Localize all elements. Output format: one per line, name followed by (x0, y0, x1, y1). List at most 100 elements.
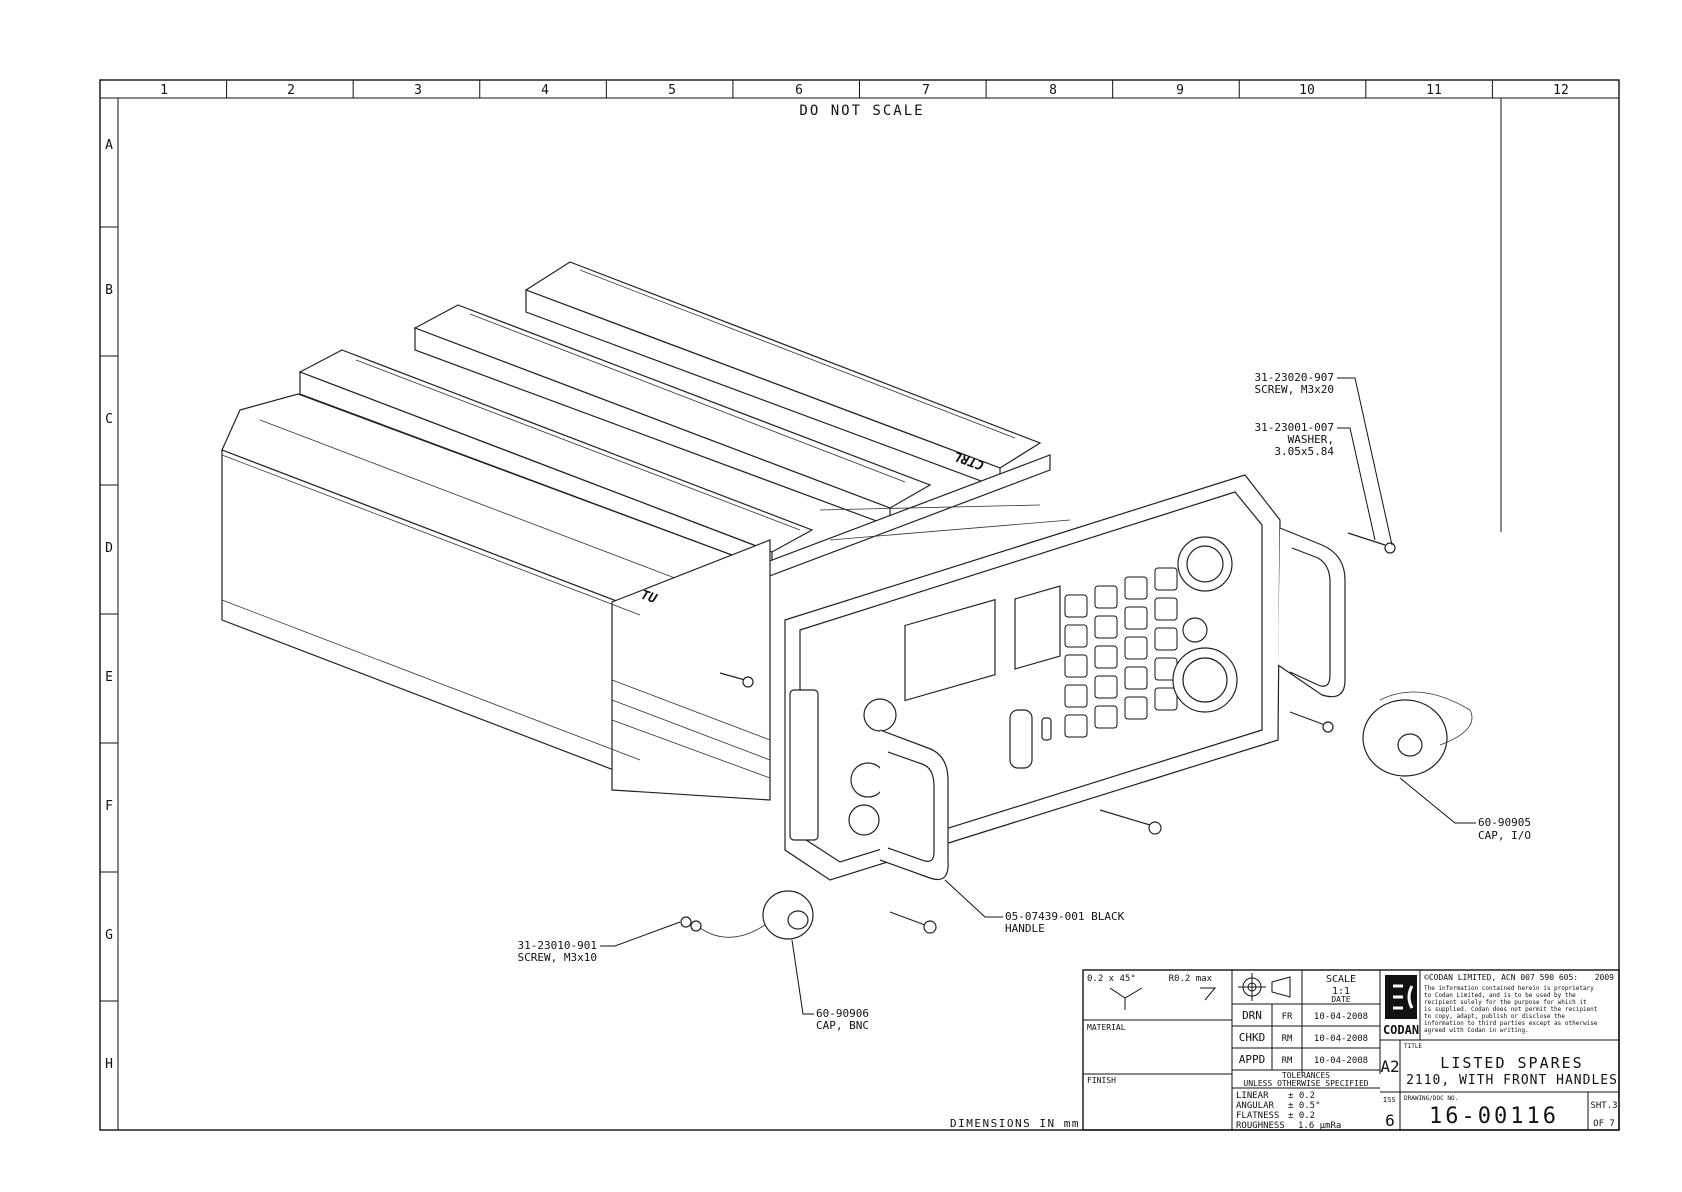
keypad-key (1064, 714, 1088, 738)
sheet-number: SHT.3 (1590, 1101, 1617, 1111)
codan-logo: CODAN (1383, 975, 1419, 1037)
drn-date: 10-04-2008 (1314, 1012, 1368, 1022)
notice-line-7: agreed with Codan in writing. (1424, 1027, 1529, 1034)
dimensions-note: DIMENSIONS IN mm (950, 1117, 1080, 1130)
callout-description: HANDLE (1005, 922, 1045, 935)
tol-flatness-name: FLATNESS (1236, 1111, 1279, 1121)
chkd-role: CHKD (1239, 1031, 1266, 1044)
zone-row-labels: A B C D E F G H (105, 138, 113, 1072)
sheet-size: A2 (1380, 1057, 1399, 1076)
finish-label: FINISH (1087, 1076, 1116, 1085)
title-block: 0.2 x 45° R0.2 max MATERIAL FINISH SCALE… (1082, 969, 1620, 1131)
zone-col-3: 3 (414, 83, 422, 98)
zone-row-b: B (105, 283, 113, 298)
zone-row-g: G (105, 928, 113, 943)
notice-line-6: information to third parties except as o… (1424, 1020, 1598, 1027)
appd-initials: RM (1282, 1056, 1293, 1066)
keypad-key (1154, 567, 1178, 591)
callout-cap-bnc: 60-90906 CAP, BNC (791, 939, 869, 1032)
callout-description-2: 3.05x5.84 (1274, 445, 1334, 458)
loose-hardware (680, 532, 1473, 940)
zone-col-9: 9 (1176, 83, 1184, 98)
zone-col-5: 5 (668, 83, 676, 98)
tol-angular-name: ANGULAR (1236, 1101, 1275, 1111)
zone-col-10: 10 (1299, 83, 1315, 98)
callout-black-handle: 05-07439-001 BLACK HANDLE (944, 879, 1125, 935)
tolerances-subtitle: UNLESS OTHERWISE SPECIFIED (1243, 1079, 1368, 1088)
zone-col-8: 8 (1049, 83, 1057, 98)
keypad-key (1154, 687, 1178, 711)
zone-row-h: H (105, 1057, 113, 1072)
keypad-key (1124, 636, 1148, 660)
zone-col-12: 12 (1553, 83, 1569, 98)
chkd-initials: RM (1282, 1034, 1293, 1044)
heatsink-fins (221, 261, 1042, 611)
keypad-key (1124, 606, 1148, 630)
callout-description: SCREW, M3x10 (518, 951, 597, 964)
scale-value: 1:1 (1332, 986, 1350, 997)
callout-screw-m3x10: 31-23010-901 SCREW, M3x10 (518, 921, 681, 964)
zone-row-a: A (105, 138, 113, 153)
material-label: MATERIAL (1087, 1023, 1126, 1032)
keypad-key (1094, 675, 1118, 699)
keypad-key (1094, 645, 1118, 669)
iss-label: ISS (1383, 1096, 1396, 1104)
zone-col-4: 4 (541, 83, 549, 98)
edge-break-note: 0.2 x 45° (1087, 974, 1136, 984)
callout-part-number: 05-07439-001 BLACK (1005, 910, 1125, 923)
keypad-key (1094, 615, 1118, 639)
doc-no-label: DRAWING/DOC NO. (1404, 1095, 1458, 1102)
callout-description: SCREW, M3x20 (1255, 383, 1334, 396)
zone-row-f: F (105, 799, 113, 814)
keypad-key (1064, 594, 1088, 618)
radio-unit-drawing: TU CTRL (221, 261, 1473, 940)
tol-roughness-value: 1.6 µmRa (1298, 1121, 1341, 1131)
callout-description: CAP, I/O (1478, 829, 1531, 842)
keypad-key (1124, 666, 1148, 690)
zone-row-d: D (105, 541, 113, 556)
date-header: DATE (1331, 995, 1350, 1004)
do-not-scale-note: DO NOT SCALE (799, 103, 924, 119)
keypad-key (1094, 705, 1118, 729)
doc-number: 16-00116 (1429, 1104, 1559, 1129)
tol-linear-value: ± 0.2 (1288, 1091, 1315, 1101)
copyright-line: ©CODAN LIMITED, ACN 007 590 605: (1424, 973, 1578, 982)
zone-row-e: E (105, 670, 113, 685)
callout-description: CAP, BNC (816, 1019, 869, 1032)
projection-symbol (1238, 973, 1291, 1001)
chkd-date: 10-04-2008 (1314, 1034, 1368, 1044)
drawing-title-line-2: 2110, WITH FRONT HANDLES (1406, 1073, 1618, 1088)
appd-date: 10-04-2008 (1314, 1056, 1368, 1066)
drawing-title-line-1: LISTED SPARES (1440, 1054, 1583, 1072)
tolerances-title: TOLERANCES (1282, 1071, 1330, 1080)
sheet-of: OF 7 (1593, 1119, 1615, 1129)
zone-col-7: 7 (922, 83, 930, 98)
tol-linear-name: LINEAR (1236, 1091, 1269, 1101)
keypad-key (1064, 654, 1088, 678)
scale-label: SCALE (1326, 974, 1356, 985)
company-name: CODAN (1383, 1023, 1419, 1037)
tol-flatness-value: ± 0.2 (1288, 1111, 1315, 1121)
tol-angular-value: ± 0.5° (1288, 1101, 1321, 1111)
zone-col-1: 1 (160, 83, 168, 98)
callout-part-number: 60-90906 (816, 1007, 869, 1020)
notice-line-3: recipient solely for the purpose for whi… (1424, 999, 1587, 1006)
unit-label-tu: TU (639, 588, 660, 608)
callout-part-number: 31-23020-907 (1255, 371, 1334, 384)
keypad-key (1094, 585, 1118, 609)
drn-initials: FR (1282, 1012, 1293, 1022)
notice-line-4: is supplied. Codan does not permit the r… (1424, 1006, 1598, 1013)
keypad-key (1124, 696, 1148, 720)
keypad-key (1154, 597, 1178, 621)
keypad-key (1064, 624, 1088, 648)
callout-cap-io: 60-90905 CAP, I/O (1399, 777, 1531, 842)
zone-col-2: 2 (287, 83, 295, 98)
tol-roughness-name: ROUGHNESS (1236, 1121, 1285, 1131)
drn-role: DRN (1242, 1009, 1262, 1022)
iss-value: 6 (1385, 1111, 1395, 1130)
callout-part-number: 31-23010-901 (518, 939, 597, 952)
main-housing: TU CTRL (221, 448, 1071, 801)
appd-role: APPD (1239, 1053, 1266, 1066)
callout-description: WASHER, (1288, 433, 1334, 446)
